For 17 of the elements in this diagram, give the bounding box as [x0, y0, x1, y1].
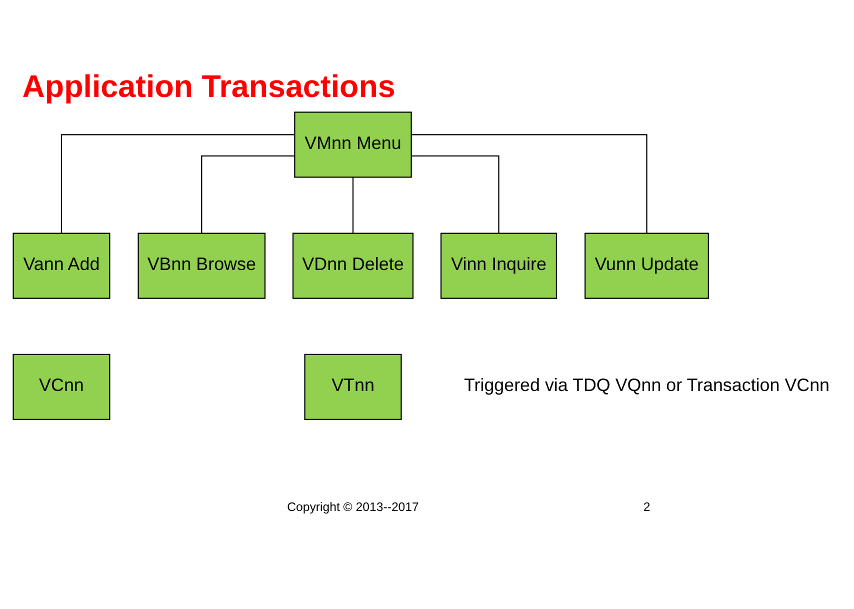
label: Copyright © 2013--2017: [287, 500, 419, 514]
label: 2: [643, 500, 650, 514]
node-box: VMnn Menu: [294, 112, 412, 178]
node-box: VBnn Browse: [138, 232, 266, 299]
node-box: Vann Add: [12, 232, 110, 299]
connector: [352, 178, 354, 234]
diagram-title: Application Transactions: [22, 68, 396, 104]
label: Triggered via TDQ VQnn or Transaction VCnn: [464, 375, 830, 396]
connector: [60, 134, 294, 234]
node-box: Vunn Update: [584, 232, 709, 299]
node-box: VCnn: [12, 354, 110, 420]
node-box: Vinn Inquire: [440, 232, 558, 299]
connector: [201, 155, 294, 234]
connector: [411, 134, 648, 234]
connector: [411, 155, 500, 234]
node-box: VTnn: [304, 354, 402, 420]
node-box: VDnn Delete: [292, 232, 414, 299]
